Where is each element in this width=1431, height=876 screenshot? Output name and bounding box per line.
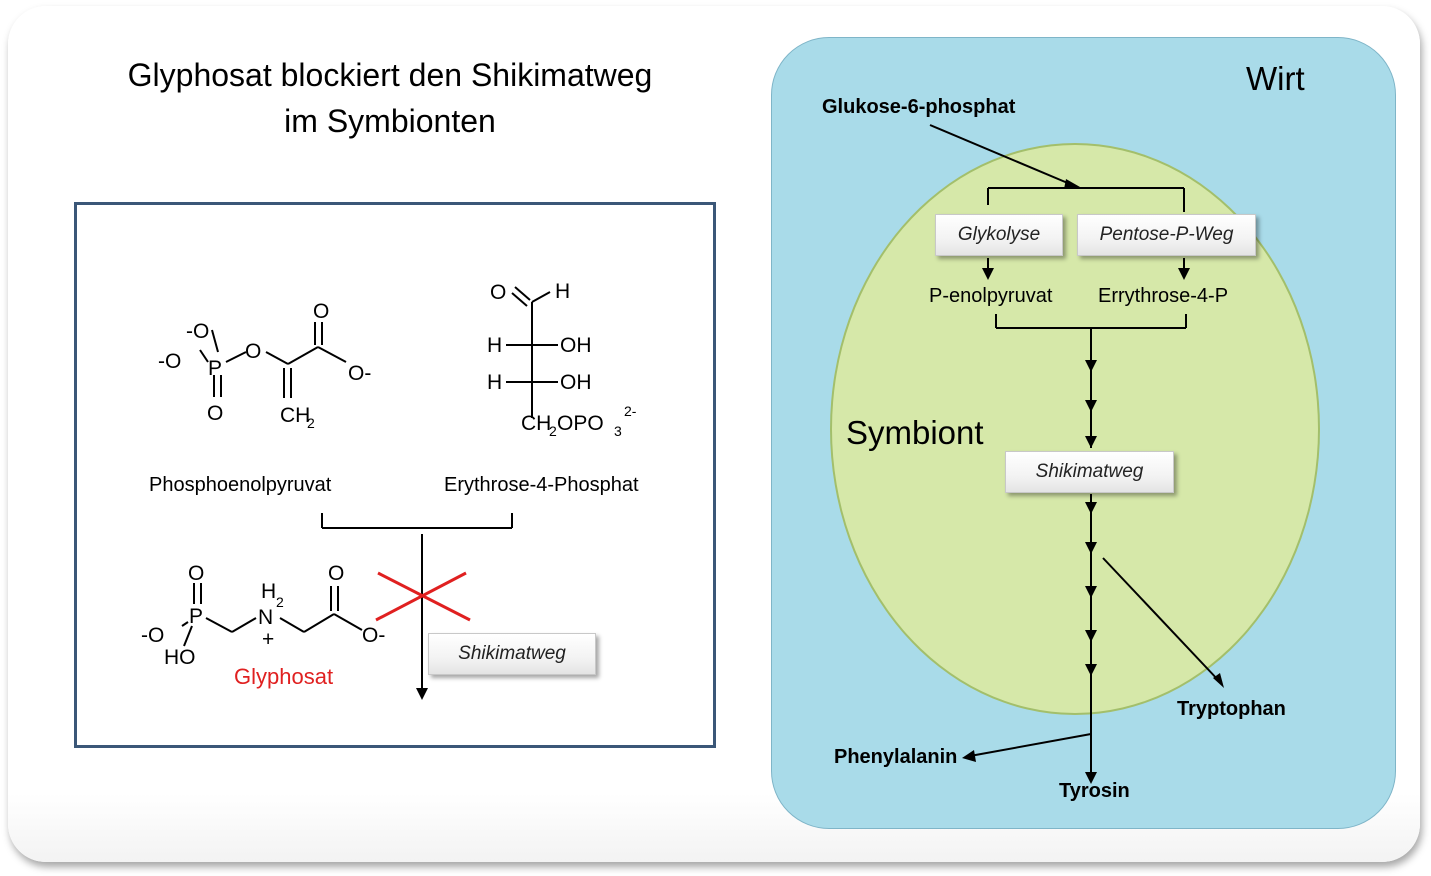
compound-label-e4p: Erythrose-4-Phosphat: [444, 474, 639, 496]
pathway-box-left: Shikimatweg: [428, 633, 596, 675]
pep-atom-o-carboxylate: O-: [348, 362, 371, 385]
gly-atom-o-carbonyl: O: [328, 562, 344, 585]
gly-atom-p: P: [189, 605, 203, 628]
gly-atom-h: H: [261, 580, 276, 603]
gly-atom-plus: +: [262, 628, 274, 651]
node-pep: P-enolpyruvat: [929, 285, 1053, 307]
e4p-atom-h-2: H: [487, 371, 502, 394]
gly-atom-o-carboxylate: O-: [362, 624, 385, 647]
inhibitor-label: Glyphosat: [234, 664, 334, 689]
gly-atom-ho: HO: [164, 646, 196, 669]
compound-label-pep: Phosphoenolpyruvat: [149, 474, 332, 496]
e4p-atom-h-aldehyde: H: [555, 280, 570, 303]
pep-atom-neg-o-top: -O: [186, 320, 209, 343]
slide-title: Glyphosat blockiert den Shikimatweg im S…: [80, 52, 700, 144]
pep-atom-p: P: [208, 357, 222, 380]
symbiont-label: Symbiont: [846, 414, 984, 451]
e4p-atom-sub2: 2: [549, 423, 557, 439]
gly-atom-o-top: O: [188, 562, 204, 585]
pep-atom-neg-o-left: -O: [158, 350, 181, 373]
e4p-atom-h-1: H: [487, 334, 502, 357]
pep-atom-o-bottom: O: [207, 402, 223, 425]
e4p-atom-sub3: 3: [614, 423, 622, 439]
node-tyrosine: Tyrosin: [1059, 780, 1130, 802]
gly-atom-neg-o: -O: [141, 624, 164, 647]
e4p-atom-ch: CH: [521, 412, 551, 435]
e4p-atom-oh-1: OH: [560, 334, 592, 357]
e4p-atom-oh-2: OH: [560, 371, 592, 394]
title-line-1: Glyphosat blockiert den Shikimatweg: [127, 57, 653, 93]
e4p-atom-charge: 2-: [624, 403, 637, 419]
inhibition-cross: [375, 571, 471, 622]
gly-atom-n: N: [258, 606, 273, 629]
node-e4p: Errythrose-4-P: [1098, 285, 1229, 307]
chemistry-panel: [74, 202, 716, 748]
e4p-atom-opo: OPO: [557, 412, 604, 435]
pathway-box-pentose: Pentose-P-Weg: [1077, 214, 1256, 256]
pep-atom-sub2: 2: [307, 415, 315, 431]
pep-atom-o-ester: O: [245, 340, 261, 363]
pathway-box-shikimate: Shikimatweg: [1005, 451, 1174, 493]
pathway-arrowhead: [416, 688, 428, 700]
e4p-atom-o: O: [490, 281, 506, 304]
host-label: Wirt: [1246, 60, 1305, 97]
node-glucose-6-phosphate: Glukose-6-phosphat: [822, 96, 1016, 118]
pathway-box-glycolysis: Glykolyse: [935, 214, 1063, 256]
pep-atom-ch2: CH: [280, 404, 310, 427]
pep-atom-o-carbonyl: O: [313, 300, 329, 323]
title-line-2: im Symbionten: [284, 103, 496, 139]
gly-atom-sub2: 2: [276, 594, 284, 610]
node-phenylalanine: Phenylalanin: [834, 746, 958, 768]
node-tryptophan: Tryptophan: [1177, 698, 1286, 720]
